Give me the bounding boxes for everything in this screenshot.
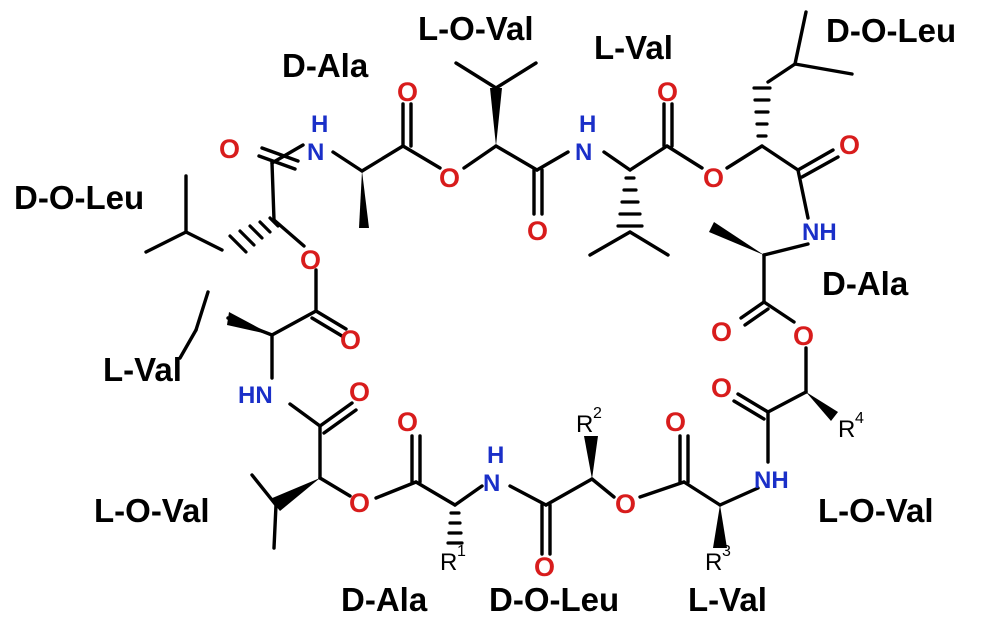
atom-nh: NH [802,219,837,246]
stereo-wedges [227,88,838,548]
nitrogen-atoms: H N H N NH HN H N NH [238,111,837,497]
label-right-l-o-val: L-O-Val [818,492,934,529]
oxygen-atoms: O O O O O O O O O O O O O O O O O O [219,77,860,582]
label-bottom-d-ala: D-Ala [341,581,428,618]
label-bottom-d-o-leu: D-O-Leu [489,581,619,618]
label-left-l-val: L-Val [103,351,182,388]
atom-o: O [349,488,370,518]
atom-o: O [340,325,361,355]
bond-skeleton [144,10,854,556]
label-left-l-o-val: L-O-Val [94,492,210,529]
r-group-3-index: 3 [722,543,731,560]
atom-o: O [300,245,321,275]
label-left-d-o-leu: D-O-Leu [14,179,144,216]
atom-o: O [839,130,860,160]
atom-o: O [349,377,370,407]
r-group-2: R [576,411,593,438]
residue-labels: D-Ala L-O-Val L-Val D-O-Leu D-O-Leu D-Al… [14,10,956,618]
r-group-1: R [440,549,457,576]
atom-n: N [483,470,500,497]
atom-o: O [397,77,418,107]
atom-o: O [219,134,240,164]
r-group-3: R [705,549,722,576]
atom-h: H [311,111,328,138]
r-group-2-index: 2 [593,405,602,422]
atom-n: N [307,139,324,166]
atom-hn: HN [238,382,273,409]
atom-o: O [534,552,555,582]
r-group-4: R [838,416,855,443]
label-top-l-val: L-Val [594,29,673,66]
atom-n: N [575,139,592,166]
atom-o: O [793,321,814,351]
stereo-hashes [228,86,772,545]
label-top-l-o-val: L-O-Val [418,10,534,47]
atom-o: O [665,407,686,437]
label-top-left-d-ala: D-Ala [282,47,369,84]
r-group-1-index: 1 [457,543,466,560]
atom-h: H [487,442,504,469]
atom-o: O [527,216,548,246]
atom-o: O [397,407,418,437]
atom-h: H [579,111,596,138]
atom-o: O [703,163,724,193]
r-group-4-index: 4 [855,410,864,427]
atom-nh: NH [754,467,789,494]
atom-o: O [439,163,460,193]
label-top-right-d-o-leu: D-O-Leu [826,12,956,49]
atom-o: O [711,317,732,347]
r-groups: R 1 R 2 R 3 R 4 [440,405,864,576]
atom-o: O [615,489,636,519]
atom-o: O [711,373,732,403]
atom-o: O [657,77,678,107]
label-right-d-ala: D-Ala [822,265,909,302]
label-bottom-l-val: L-Val [688,581,767,618]
